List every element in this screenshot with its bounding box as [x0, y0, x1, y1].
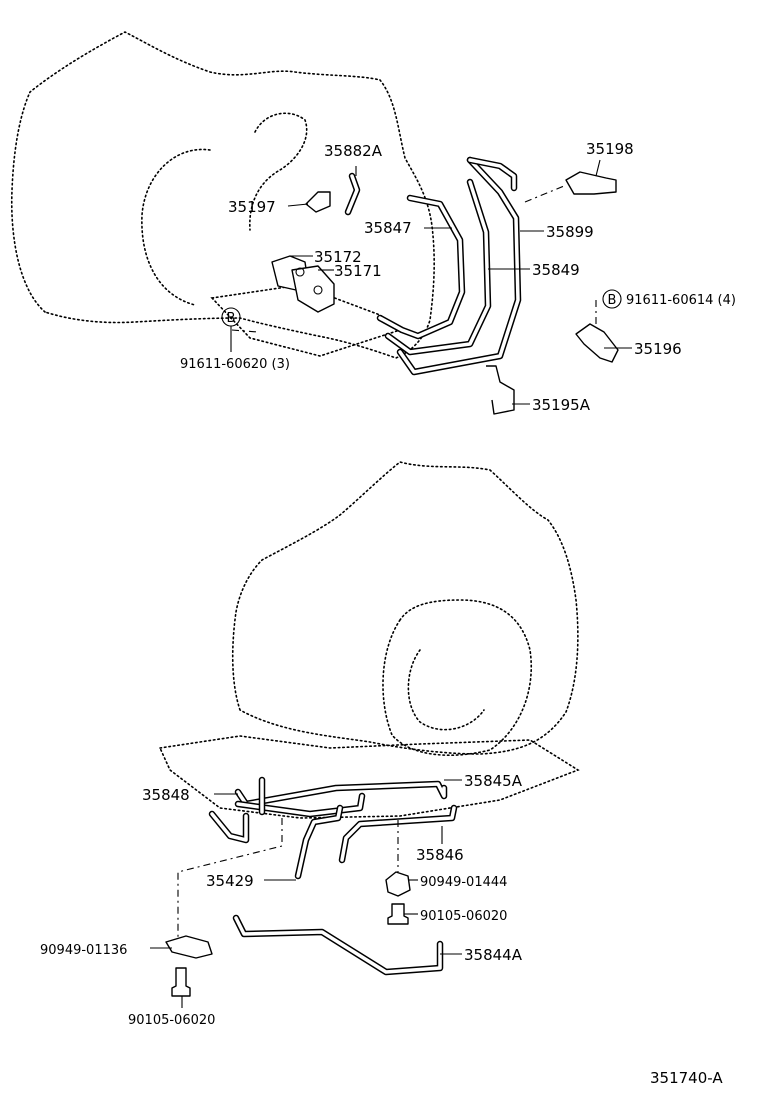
- ref-line: [231, 329, 259, 333]
- lower-transaxle-housing: [231, 461, 579, 755]
- callout-35171: 35171: [334, 262, 382, 280]
- callout-91611-60620: 91611-60620 (3): [180, 357, 290, 372]
- callout-35848: 35848: [142, 786, 190, 804]
- callout-35429: 35429: [206, 872, 254, 890]
- leader-35197: [287, 203, 309, 207]
- cooler-pipes-upper: [376, 156, 522, 376]
- upper-transaxle-housing: [10, 31, 435, 359]
- bracket-35198: [565, 171, 617, 195]
- callout-35846: 35846: [416, 846, 464, 864]
- upper-transaxle-group: B B 35882A 35198 35197 35847 35899 35172…: [10, 31, 736, 415]
- ref-b-label-right: B: [608, 293, 617, 308]
- callout-35172: 35172: [314, 248, 362, 266]
- callout-35196: 35196: [634, 340, 682, 358]
- callout-35195A: 35195A: [532, 396, 591, 414]
- clamp-90949-01444: [385, 871, 411, 897]
- bracket-35195A: [486, 365, 515, 415]
- illustration-number: 351740-A: [650, 1069, 723, 1087]
- cooler-pipes-lower: [208, 776, 458, 976]
- callout-35844A: 35844A: [464, 946, 523, 964]
- cooler-union-35171: [291, 265, 335, 313]
- callout-90949-01444: 90949-01444: [420, 875, 507, 890]
- callout-35197: 35197: [228, 198, 276, 216]
- ref-b-label-left: B: [227, 311, 236, 326]
- ref-line: [524, 185, 565, 203]
- leader-35198: [595, 159, 601, 177]
- lower-transaxle-group: 35848 35845A 35846 35429 90949-01444 901…: [40, 461, 580, 1028]
- lower-oil-pan: [158, 735, 580, 819]
- callout-90105-06020-lower: 90105-06020: [128, 1013, 215, 1028]
- union-bolt-hole: [313, 285, 323, 295]
- callout-90949-01136: 90949-01136: [40, 943, 127, 958]
- union-bolt-hole: [295, 267, 305, 277]
- callout-35845A: 35845A: [464, 772, 523, 790]
- callout-35849: 35849: [532, 261, 580, 279]
- lower-bellhousing: [382, 599, 532, 757]
- ref-b-circle-right: [602, 289, 622, 309]
- hose-35882A-inner: [346, 174, 359, 214]
- clamp-90949-01136: [165, 935, 213, 959]
- bolt-90105-06020-upper: [387, 903, 409, 925]
- upper-bellhousing-curve: [141, 148, 211, 306]
- callout-91611-60614: 91611-60614 (4): [626, 293, 736, 308]
- callout-90105-06020-upper: 90105-06020: [420, 909, 507, 924]
- bolt-90105-06020-lower: [171, 967, 191, 997]
- callout-35847: 35847: [364, 219, 412, 237]
- callout-35198: 35198: [586, 140, 634, 158]
- bracket-35196: [575, 323, 619, 363]
- callout-35882A: 35882A: [324, 142, 383, 160]
- lower-bellhousing-inner: [407, 649, 485, 731]
- callout-35899: 35899: [546, 223, 594, 241]
- ref-b-circle-left: [221, 307, 241, 327]
- clip-35197: [305, 191, 331, 213]
